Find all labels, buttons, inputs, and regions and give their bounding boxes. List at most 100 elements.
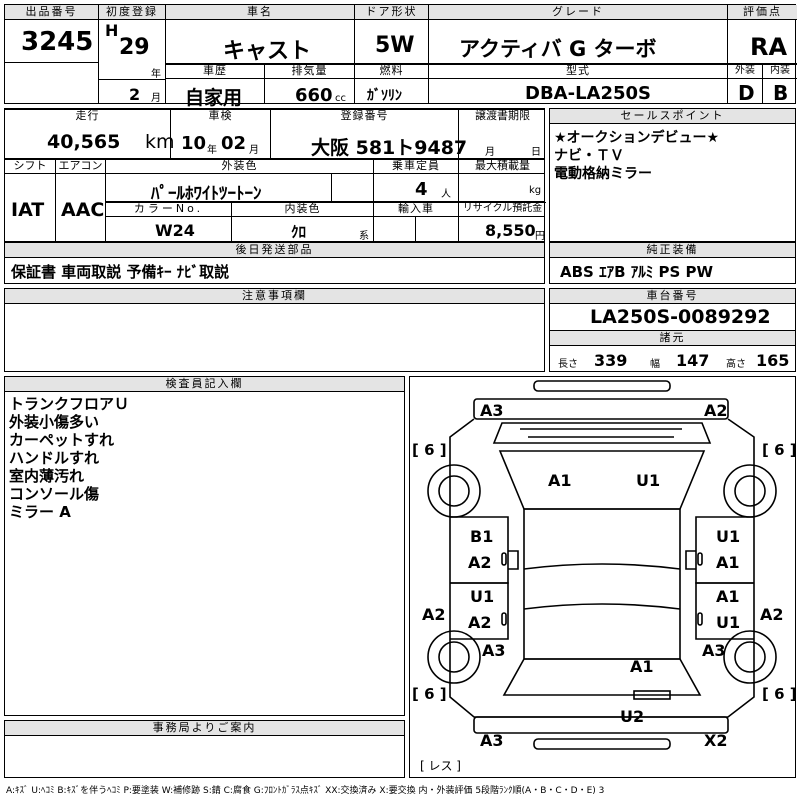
tire-depth-rear-right: [ 6 ]: [762, 685, 797, 703]
mark-front-door-right-top: U1: [716, 527, 741, 546]
sales-point-3: 電動格納ミラー: [554, 166, 652, 182]
mark-hood-right: U1: [636, 471, 661, 490]
mark-rear-right: X2: [704, 731, 728, 750]
reg-month: 2: [129, 85, 141, 104]
transfer-month: 月: [485, 147, 495, 158]
mileage-unit: km: [145, 131, 175, 153]
import-label: 輸入車: [398, 202, 434, 215]
mark-front-door-left-bottom: A2: [468, 553, 492, 572]
notes-label: 注意事項欄: [5, 289, 544, 304]
grade-label: グレード: [429, 5, 727, 20]
score-label: 評価点: [728, 5, 797, 20]
shift: IAT: [11, 199, 45, 221]
car-name: キャスト: [223, 39, 312, 64]
fuel-label: 燃料: [379, 64, 404, 77]
mark-rear-left: A3: [480, 731, 504, 750]
sales-points-label: セールスポイント: [550, 109, 795, 124]
ac-label: エアコン: [58, 159, 103, 172]
inspector-line-6: コンソール傷: [9, 485, 100, 503]
width: 147: [676, 351, 710, 370]
inspector-line-1: トランクフロアＵ: [9, 395, 130, 413]
chassis-label: 車台番号: [550, 289, 795, 304]
inspector-line-3: カーペットすれ: [9, 431, 115, 449]
displacement-label: 排気量: [291, 64, 328, 77]
reg-month-unit: 月: [151, 93, 161, 104]
history-label: 車歴: [203, 64, 227, 77]
mark-rear-door-left-top: U1: [470, 587, 495, 606]
reg-year: 29: [119, 35, 150, 60]
int-score: B: [773, 81, 789, 105]
inspection-label: 車検: [208, 109, 233, 122]
mark-rear-right-fender: A3: [702, 641, 726, 660]
lot-label: 出品番号: [5, 5, 98, 20]
mark-rear-left-fender: A3: [482, 641, 506, 660]
ext-label: 外装: [735, 65, 755, 76]
later-parts: 保証書 車両取説 予備ｷｰ ﾅﾋﾞ取説: [11, 263, 230, 281]
mark-trunk: U2: [620, 707, 645, 726]
mark-rear-door-right-top: A1: [716, 587, 740, 606]
insp-month: 02: [221, 133, 247, 154]
header-row-1: 出品番号 3245 初度登録 H 29 年 2 月 車名 キャスト 車歴 排気量…: [4, 4, 797, 109]
insp-year: 10: [181, 133, 207, 154]
legend: A:ｷｽﾞ U:ﾍｺﾐ B:ｷｽﾞを伴うﾍｺﾐ P:要塗装 W:補修跡 S:錆 …: [6, 786, 605, 796]
notes-box: 注意事項欄: [4, 288, 545, 372]
transfer-label: 譲渡書期限: [475, 109, 530, 122]
first-reg-label: 初度登録: [99, 5, 165, 20]
color: ﾊﾟｰﾙﾎﾜｲﾄﾂｰﾄｰﾝ: [151, 184, 262, 204]
interior-unit: 系: [359, 231, 369, 242]
capacity: 4: [415, 179, 428, 200]
length: 339: [594, 351, 628, 370]
plate-label: 登録番号: [340, 109, 389, 122]
lot-number: 3245: [21, 27, 94, 57]
sales-point-1: ★オークションデビュー★: [554, 130, 720, 146]
mileage-label: 走行: [75, 109, 100, 122]
diagram-footer-label: [ レス ]: [420, 759, 461, 773]
ext-score: D: [738, 81, 755, 105]
model-label: 型式: [566, 64, 590, 77]
load-label: 最大積載量: [475, 159, 530, 172]
car-diagram-box: [ 6 ] [ 6 ] [ 6 ] [ 6 ] A3 A2 A1 U1 B1 A…: [409, 376, 797, 778]
color-label: 外装色: [221, 159, 258, 172]
doors-label: ドア形状: [355, 5, 428, 20]
recycle: 8,550: [485, 221, 536, 240]
equipment-label: 純正装備: [550, 243, 795, 258]
mark-rear-door-right-bottom: U1: [716, 613, 741, 632]
capacity-label: 乗車定員: [392, 159, 440, 172]
grade: アクティバ G ターボ: [459, 37, 657, 61]
inspector-line-2: 外装小傷多い: [9, 413, 100, 431]
cc-unit: cc: [335, 93, 346, 104]
car-name-label: 車名: [166, 5, 354, 20]
capacity-unit: 人: [441, 189, 451, 200]
tire-depth-front-left: [ 6 ]: [412, 441, 447, 459]
era: H: [105, 21, 119, 40]
inspector-line-5: 室内薄汚れ: [9, 467, 85, 485]
inspector-line-7: ミラー A: [9, 503, 71, 521]
color-no: W24: [155, 221, 195, 240]
interior-label: 内装色: [284, 202, 321, 215]
later-parts-label: 後日発送部品: [5, 243, 544, 258]
office-label: 事務局よりご案内: [5, 721, 404, 736]
model: DBA-LA250S: [525, 83, 651, 104]
insp-month-unit: 月: [249, 145, 259, 156]
mark-front-right: A2: [704, 401, 728, 420]
history: 自家用: [185, 87, 243, 109]
tire-depth-front-right: [ 6 ]: [762, 441, 797, 459]
ac: AAC: [61, 199, 105, 221]
specs-label: 諸元: [550, 330, 795, 346]
recycle-label: リサイクル預託金: [462, 203, 543, 214]
transfer-day: 日: [531, 147, 541, 158]
tire-depth-rear-left: [ 6 ]: [412, 685, 447, 703]
fuel: ｶﾞｿﾘﾝ: [367, 88, 402, 104]
mark-left-side: A2: [422, 605, 446, 624]
chassis-box: 車台番号 LA250S-0089292 諸元 長さ 339 幅 147 高さ 1…: [549, 288, 796, 372]
height-label: 高さ: [726, 359, 746, 370]
mark-front-door-right-bottom: A1: [716, 553, 740, 572]
interior: ｸﾛ: [291, 223, 307, 241]
height: 165: [756, 351, 790, 370]
plate: 大阪 581ト9487: [311, 137, 468, 159]
doors: 5W: [375, 33, 415, 58]
length-label: 長さ: [558, 359, 578, 370]
recycle-unit: 円: [535, 231, 545, 242]
inspector-box: 検査員記入欄 トランクフロアＵ 外装小傷多い カーペットすれ ハンドルすれ 室内…: [4, 376, 405, 716]
mileage: 40,565: [47, 131, 121, 153]
